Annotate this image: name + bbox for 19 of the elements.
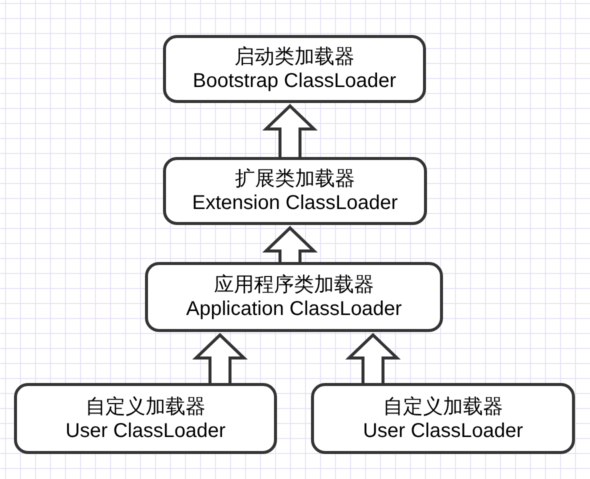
box-subtitle: User ClassLoader (362, 418, 524, 442)
box-subtitle: User ClassLoader (65, 418, 226, 442)
box-title: 扩展类加载器 (235, 167, 355, 191)
box-subtitle: Application ClassLoader (186, 297, 402, 321)
arrow (262, 226, 318, 265)
arrow (262, 104, 318, 160)
process-box (145, 262, 443, 332)
box-subtitle: Extension ClassLoader (192, 191, 398, 215)
process-box (163, 35, 426, 103)
box-title: 启动类加载器 (234, 45, 354, 69)
box-title: 应用程序类加载器 (214, 273, 374, 297)
arrow (345, 332, 401, 386)
process-box (311, 383, 575, 454)
box-title: 自定义加载器 (383, 394, 503, 418)
arrow (192, 332, 248, 386)
process-box (14, 383, 277, 454)
box-subtitle: Bootstrap ClassLoader (192, 69, 396, 93)
process-box (163, 157, 427, 225)
box-title: 自定义加载器 (86, 394, 206, 418)
